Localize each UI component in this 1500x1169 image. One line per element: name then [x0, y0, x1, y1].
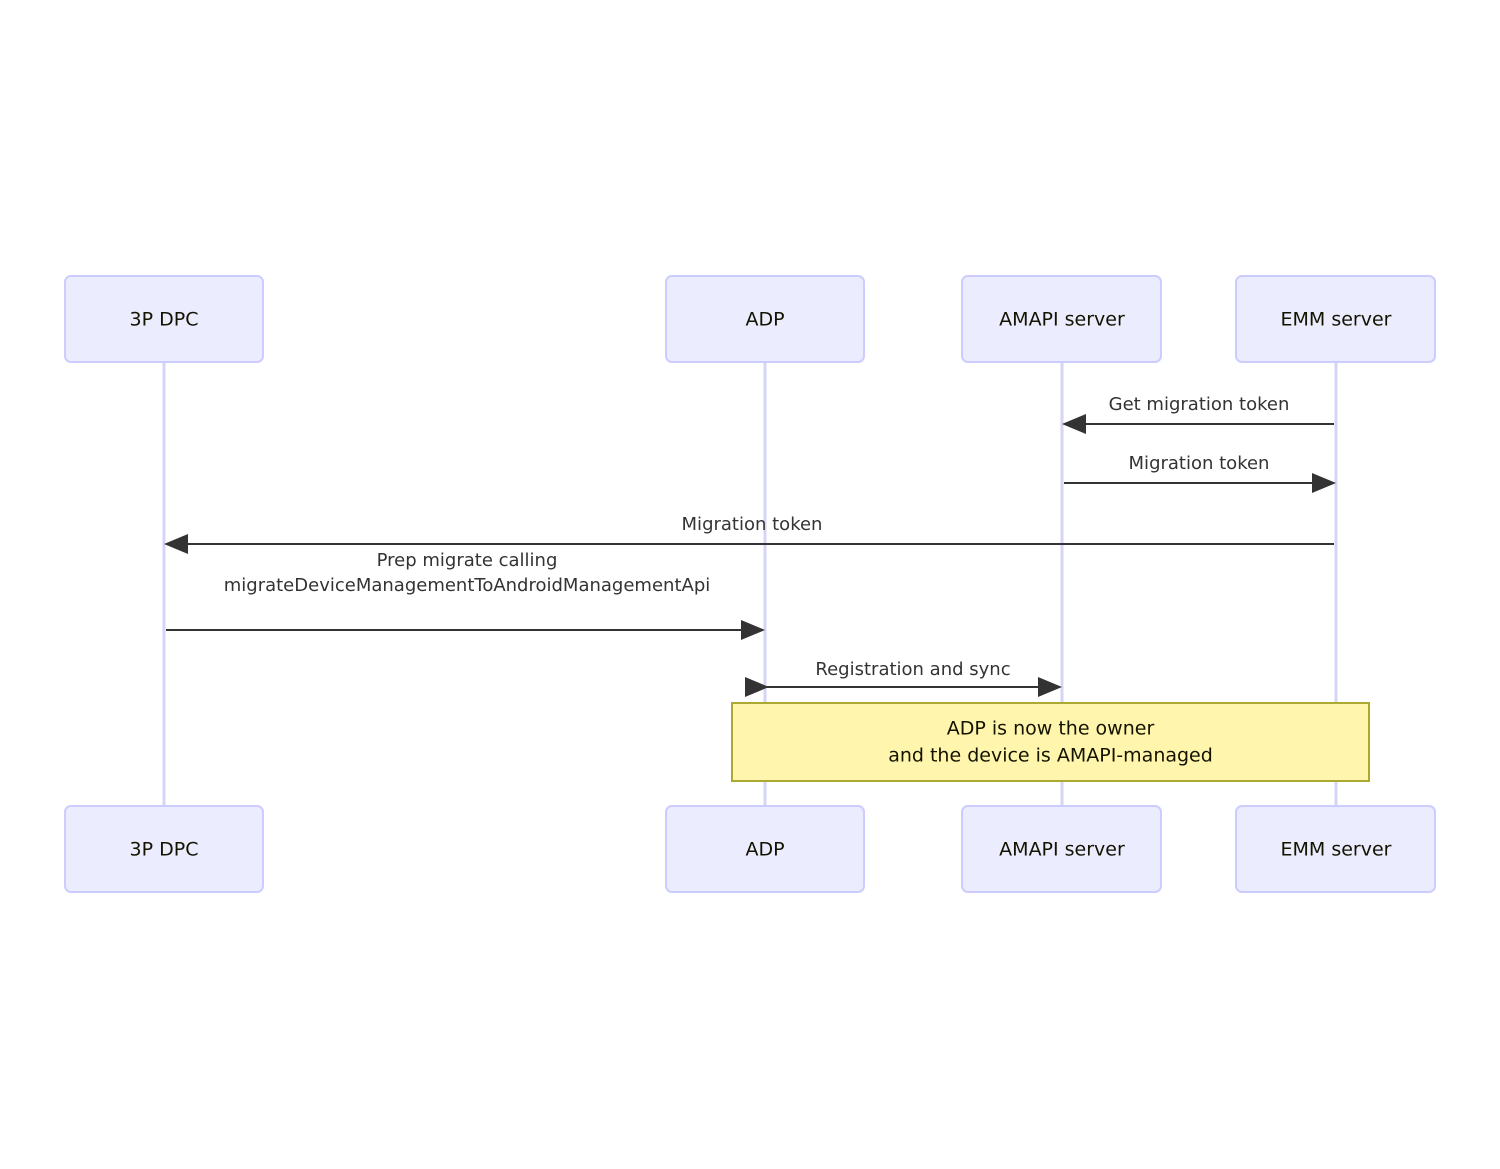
message-label-m4-line-1: Prep migrate calling: [377, 550, 558, 571]
note-text-n1-line-2: and the device is AMAPI-managed: [888, 745, 1213, 767]
notes-group: ADP is now the owner and the device is AM…: [731, 702, 1370, 782]
participant-label-amapi-bottom: AMAPI server: [999, 839, 1125, 861]
participant-box-dpc-bottom[interactable]: [64, 805, 264, 893]
message-label-m2: Migration token: [1129, 453, 1270, 474]
participant-label-dpc-top: 3P DPC: [130, 309, 199, 331]
bottom-participants-group: 3P DPC ADP AMAPI server EMM server: [64, 805, 1436, 893]
note-box-n1: [731, 702, 1370, 782]
participant-box-amapi-bottom[interactable]: [961, 805, 1162, 893]
participant-label-emm-top: EMM server: [1281, 309, 1392, 331]
message-label-m4-line-2: migrateDeviceManagementToAndroidManageme…: [224, 575, 711, 596]
note-text-n1-line-1: ADP is now the owner: [947, 718, 1155, 740]
participant-label-amapi-top: AMAPI server: [999, 309, 1125, 331]
participant-label-adp-top: ADP: [745, 309, 784, 331]
participant-label-dpc-bottom: 3P DPC: [130, 839, 199, 861]
top-participants-group: 3P DPC ADP AMAPI server EMM server: [64, 275, 1436, 363]
participant-label-emm-bottom: EMM server: [1281, 839, 1392, 861]
participant-box-emm-bottom[interactable]: [1235, 805, 1436, 893]
message-label-m1: Get migration token: [1109, 394, 1290, 415]
participant-box-dpc-top[interactable]: [64, 275, 264, 363]
message-label-m5: Registration and sync: [815, 659, 1010, 680]
participant-box-adp-top[interactable]: [665, 275, 865, 363]
participant-box-amapi-top[interactable]: [961, 275, 1162, 363]
participant-box-emm-top[interactable]: [1235, 275, 1436, 363]
participant-label-adp-bottom: ADP: [745, 839, 784, 861]
message-label-m3: Migration token: [682, 514, 823, 535]
participant-box-adp-bottom[interactable]: [665, 805, 865, 893]
